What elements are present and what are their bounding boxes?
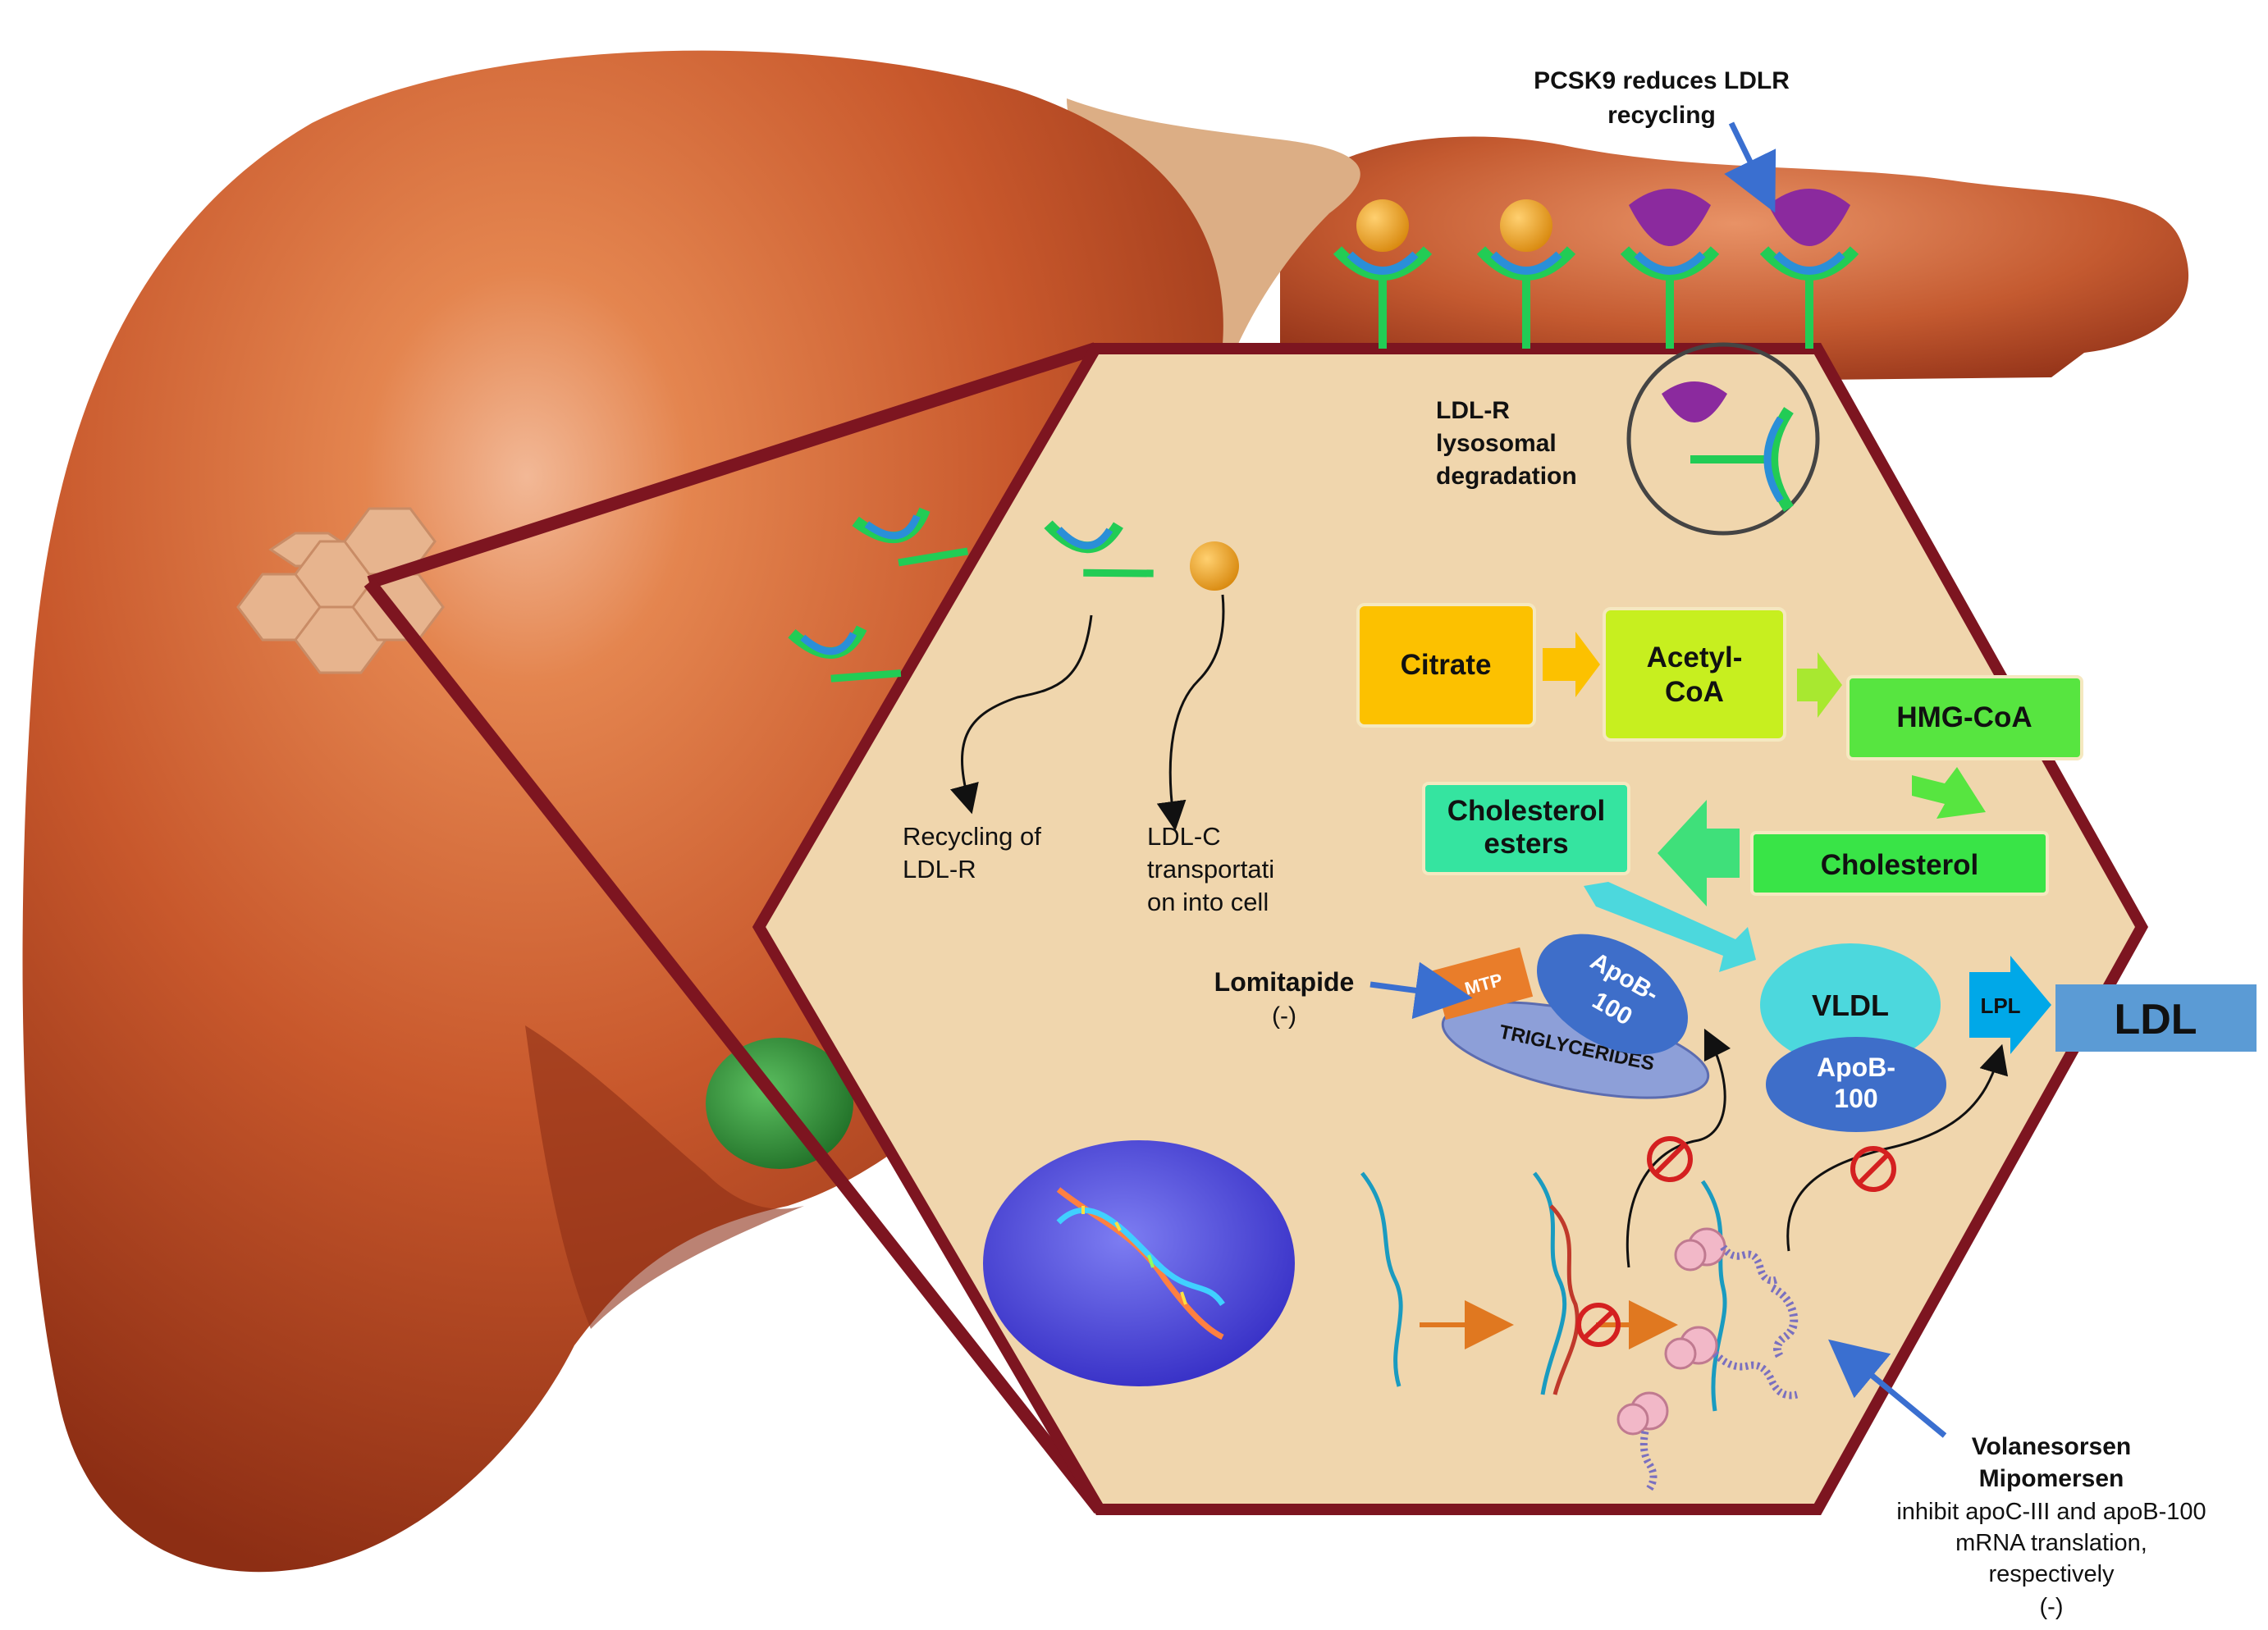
recycling-line2: LDL-R: [903, 855, 976, 883]
citrate-box: [1356, 603, 1536, 728]
lysosomal-line1: LDL-R: [1436, 397, 1510, 424]
pcsk9-arrow: [1724, 121, 1776, 213]
receptor-with-pcsk9-1: [1620, 189, 1720, 349]
acetyl-line1: Acetyl-: [1647, 641, 1743, 673]
zoom-lines: [364, 342, 1105, 1514]
lpl-arrow: [1969, 956, 2051, 1054]
apob-vldl-line1: ApoB-: [1817, 1052, 1895, 1082]
peptide-coil: [1770, 1284, 1799, 1360]
ribosomes: [1616, 1227, 1726, 1436]
volanesorsen-line3: respectively: [1988, 1561, 2115, 1587]
recycling-line1: Recycling of: [903, 822, 1041, 851]
transport-line2: transportati: [1147, 855, 1274, 883]
pcsk9-label-line2: recycling: [1607, 102, 1716, 129]
arrow-to-apob: [1626, 1028, 1731, 1268]
cholesterol-label: Cholesterol: [1821, 849, 1979, 881]
volanesorsen-name1: Volanesorsen: [1972, 1433, 2132, 1460]
receptor-with-ldl-1: [1333, 199, 1433, 349]
dna-icon: [1056, 1187, 1225, 1340]
lpl-label: LPL: [1980, 993, 2020, 1018]
hmg-label: HMG-CoA: [1896, 701, 2032, 733]
pcsk9-label-line1: PCSK9 reduces LDLR: [1534, 67, 1790, 94]
apob-ellipse: [1537, 934, 1688, 1055]
surface-receptors: [1333, 189, 1859, 349]
hmg-coa-box: [1846, 675, 2083, 760]
arrow-cholesterol-esters: [1658, 800, 1740, 906]
transport-arrow: [1156, 594, 1225, 831]
apob-vldl-line2: 100: [1834, 1084, 1877, 1113]
peptide-chain-3: [1639, 1431, 1658, 1491]
arrow-esters-vldl: [1584, 882, 1756, 972]
volanesorsen-line2: mRNA translation,: [1955, 1530, 2147, 1556]
ldl-box: [2055, 984, 2257, 1052]
liver-right-lobe: [1280, 136, 2189, 386]
liver-left-lobe: [22, 50, 1223, 1573]
arrow-to-lpl: [1786, 1043, 2009, 1252]
lysosomal-line2: lysosomal: [1436, 430, 1557, 457]
volanesorsen-name2: Mipomersen: [1979, 1465, 2124, 1492]
receptor-with-ldl-2: [1476, 199, 1576, 349]
peptide-chain-1: [1720, 1244, 1778, 1285]
liver: [22, 50, 2189, 1573]
translation-area: [1360, 1028, 2009, 1491]
hexagon-cluster-icon: [236, 507, 445, 674]
vldl-particle: [1760, 943, 1941, 1066]
arrow-hmg-cholesterol: [1912, 767, 1986, 819]
no-entry-icon-2: [1647, 1136, 1693, 1182]
transport-line1: LDL-C: [1147, 822, 1221, 851]
volanesorsen-label: Volanesorsen Mipomersen inhibit apoC-III…: [1896, 1433, 2206, 1620]
volanesorsen-sign: (-): [2040, 1594, 2064, 1620]
receptor-with-pcsk9-2: [1759, 189, 1859, 349]
ldl-label: LDL: [2114, 996, 2197, 1043]
vldl-label: VLDL: [1812, 989, 1889, 1022]
acetyl-line2: CoA: [1665, 676, 1724, 708]
arrow-citrate-acetyl: [1543, 632, 1600, 697]
cholesterol-esters-box: [1422, 782, 1630, 875]
lysosomal-line3: degradation: [1436, 463, 1577, 490]
free-receptors: [788, 507, 1239, 683]
lomitapide-arrow: [1369, 961, 1473, 1020]
no-entry-icon-1: [1576, 1303, 1621, 1347]
nucleus: [983, 1140, 1295, 1386]
esters-line2: esters: [1484, 828, 1568, 860]
citrate-label: Citrate: [1401, 649, 1492, 681]
cholesterol-pathway: Citrate Acetyl- CoA HMG-CoA Cholesterol …: [1356, 603, 2257, 1132]
mrna-strand-1: [1360, 1171, 1403, 1387]
volanesorsen-arrow: [1828, 1339, 1947, 1438]
lysosome: [1626, 342, 1820, 536]
transport-line3: on into cell: [1147, 888, 1269, 916]
volanesorsen-line1: inhibit apoC-III and apoB-100: [1896, 1499, 2206, 1525]
vldl-apob: [1766, 1037, 1946, 1132]
mrna-duplex: [1533, 1171, 1580, 1395]
lomitapide-name: Lomitapide: [1214, 967, 1355, 997]
cholesterol-box: [1750, 831, 2049, 896]
acetyl-coa-box: [1603, 607, 1786, 742]
liver-fold: [525, 1025, 804, 1329]
mrna-strand-3: [1700, 1180, 1727, 1412]
no-entry-icon-3: [1850, 1146, 1896, 1192]
esters-line1: Cholesterol: [1447, 795, 1606, 827]
lomitapide-sign: (-): [1272, 1002, 1296, 1030]
arrow-acetyl-hmg: [1797, 652, 1842, 718]
recycling-arrow: [949, 614, 1093, 815]
